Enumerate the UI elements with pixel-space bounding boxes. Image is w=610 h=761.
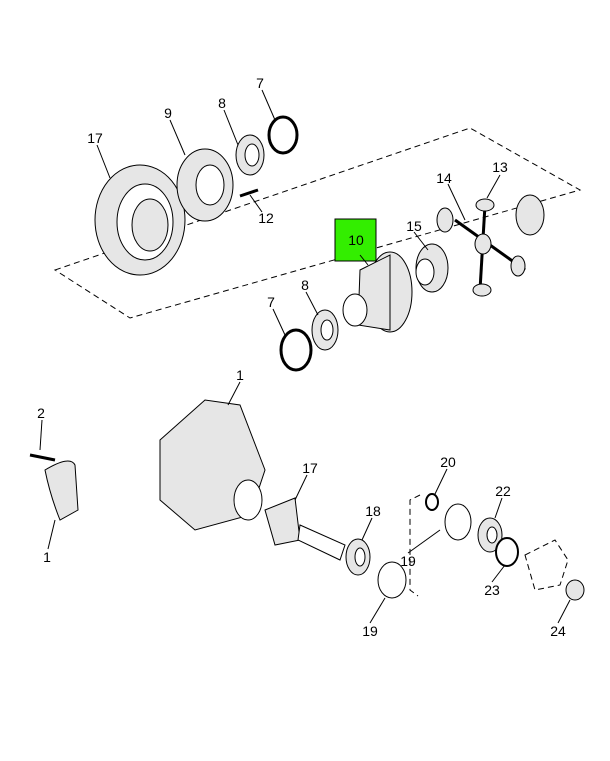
pinion-bearing-cone bbox=[345, 538, 371, 576]
callout-8-middle[interactable]: 8 bbox=[301, 277, 309, 293]
pinion-bearing-cup-lower bbox=[377, 561, 407, 599]
callout-labels: 17 9 8 7 12 13 14 15 10 8 7 1 2 1 17 18 … bbox=[37, 75, 566, 639]
seal bbox=[495, 537, 519, 567]
pinion-nut bbox=[565, 579, 585, 601]
side-gear bbox=[415, 243, 449, 293]
callout-19-lower[interactable]: 19 bbox=[362, 623, 378, 639]
callout-9[interactable]: 9 bbox=[164, 105, 172, 121]
bearing-cap bbox=[29, 453, 79, 521]
callout-1-cap[interactable]: 1 bbox=[43, 549, 51, 565]
pinion-bearing-cup-upper bbox=[444, 503, 472, 541]
callout-19-upper[interactable]: 19 bbox=[400, 553, 416, 569]
leader-lines bbox=[39, 89, 571, 624]
callout-1-housing[interactable]: 1 bbox=[236, 367, 244, 383]
spider-and-pinions bbox=[436, 194, 545, 297]
callout-20[interactable]: 20 bbox=[440, 454, 456, 470]
bolt bbox=[239, 188, 259, 198]
callout-2[interactable]: 2 bbox=[37, 405, 45, 421]
callout-24[interactable]: 24 bbox=[550, 623, 566, 639]
differential-case-half bbox=[176, 148, 234, 222]
snap-ring bbox=[425, 493, 439, 511]
callout-7-upper[interactable]: 7 bbox=[256, 75, 264, 91]
bearing-cone-middle bbox=[311, 309, 339, 351]
bearing-cup-upper bbox=[267, 115, 299, 155]
callout-7-middle[interactable]: 7 bbox=[267, 294, 275, 310]
subassembly-bracket-lower bbox=[409, 494, 421, 597]
ring-gear bbox=[94, 164, 186, 276]
differential-case bbox=[342, 251, 413, 333]
bearing-cup-middle bbox=[279, 328, 313, 372]
callout-highlight-box bbox=[334, 218, 377, 262]
yoke-ghost bbox=[524, 539, 569, 591]
callout-17-ring-gear[interactable]: 17 bbox=[87, 130, 103, 146]
callout-17-pinion[interactable]: 17 bbox=[302, 460, 318, 476]
callout-8-upper[interactable]: 8 bbox=[218, 95, 226, 111]
callout-13[interactable]: 13 bbox=[492, 159, 508, 175]
bearing-cone-upper bbox=[235, 134, 265, 176]
subassembly-outline-upper bbox=[53, 127, 582, 319]
callout-18[interactable]: 18 bbox=[365, 503, 381, 519]
carrier-housing bbox=[159, 399, 266, 531]
callout-14[interactable]: 14 bbox=[436, 170, 452, 186]
pinion-bearing-cone-outer bbox=[477, 517, 503, 553]
drive-pinion bbox=[264, 497, 346, 561]
callout-12[interactable]: 12 bbox=[258, 210, 274, 226]
callout-22[interactable]: 22 bbox=[495, 483, 511, 499]
callout-15[interactable]: 15 bbox=[406, 218, 422, 234]
callout-23[interactable]: 23 bbox=[484, 582, 500, 598]
callout-10-highlighted[interactable]: 10 bbox=[348, 232, 364, 248]
